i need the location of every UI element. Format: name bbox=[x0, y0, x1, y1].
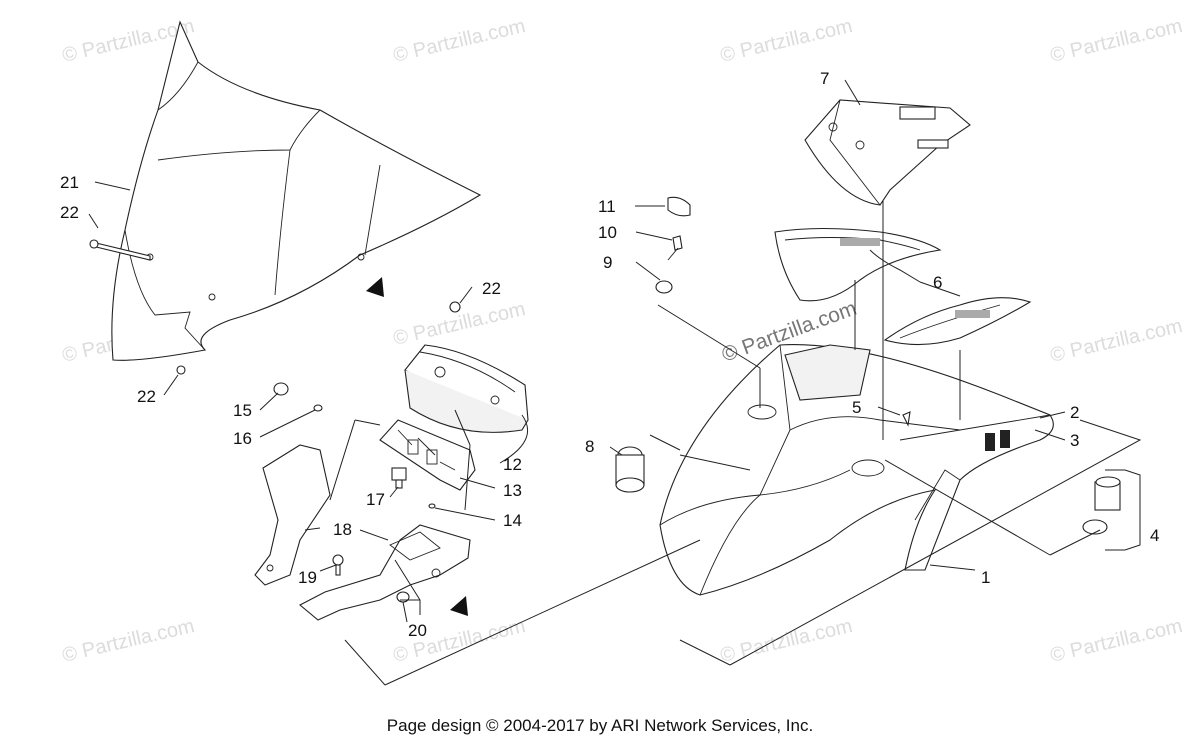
callout-9: 9 bbox=[603, 253, 612, 272]
callout-22-right: 22 bbox=[482, 279, 501, 298]
watermark: © Partzilla.com bbox=[391, 15, 527, 67]
washer-14 bbox=[428, 503, 436, 509]
callout-16: 16 bbox=[233, 429, 252, 448]
screw-22c bbox=[176, 365, 186, 375]
callout-8: 8 bbox=[585, 437, 594, 456]
callout-14: 14 bbox=[503, 511, 522, 530]
watermark: © Partzilla.com bbox=[718, 15, 854, 67]
callout-15: 15 bbox=[233, 401, 252, 420]
callout-6: 6 bbox=[933, 273, 942, 292]
screw-22b bbox=[449, 301, 461, 313]
callout-22-top: 22 bbox=[60, 203, 79, 222]
switch-8 bbox=[615, 446, 645, 493]
gauge-bracket-part bbox=[379, 419, 476, 491]
watermark: © Partzilla.com bbox=[1048, 315, 1184, 367]
footer-copyright: Page design © 2004-2017 by ARI Network S… bbox=[386, 716, 814, 735]
callout-5: 5 bbox=[852, 398, 861, 417]
leader-lines bbox=[88, 79, 1142, 686]
callout-11: 11 bbox=[598, 197, 616, 216]
callout-17: 17 bbox=[366, 490, 385, 509]
callout-20: 20 bbox=[408, 621, 427, 640]
hood-part bbox=[659, 344, 1054, 596]
callout-22-bottom: 22 bbox=[137, 387, 156, 406]
callout-21: 21 bbox=[60, 173, 79, 192]
fastener-5 bbox=[902, 411, 911, 427]
callout-7: 7 bbox=[820, 69, 829, 88]
callout-10: 10 bbox=[598, 223, 617, 242]
watermark: © Partzilla.com bbox=[718, 615, 854, 667]
callout-13: 13 bbox=[503, 481, 522, 500]
screw-19 bbox=[332, 554, 344, 576]
accessory-plug-4 bbox=[1082, 476, 1121, 535]
callout-labels: 1 2 3 4 5 6 7 8 9 10 11 12 13 14 15 16 1… bbox=[60, 69, 1159, 640]
washer-16 bbox=[313, 404, 323, 412]
callout-3: 3 bbox=[1070, 431, 1079, 450]
watermark: © Partzilla.com bbox=[1048, 15, 1184, 67]
mesh-panel-part bbox=[774, 227, 1032, 346]
screw-22a bbox=[89, 239, 151, 261]
watermark: © Partzilla.com bbox=[60, 615, 196, 667]
direction-arrow bbox=[450, 596, 468, 616]
storage-cover-part bbox=[804, 99, 971, 206]
callout-1: 1 bbox=[981, 568, 990, 587]
watermark: © Partzilla.com bbox=[1048, 615, 1184, 667]
callout-4: 4 bbox=[1150, 526, 1159, 545]
mount-bracket-part bbox=[254, 444, 471, 621]
ignition-switch-parts bbox=[655, 196, 691, 294]
screw-17 bbox=[391, 467, 407, 489]
direction-arrow bbox=[366, 277, 384, 297]
callout-2: 2 bbox=[1070, 403, 1079, 422]
gauge-part bbox=[404, 344, 529, 433]
callout-12: 12 bbox=[503, 455, 522, 474]
callout-19: 19 bbox=[298, 568, 317, 587]
bolt-15 bbox=[273, 382, 289, 396]
callout-18: 18 bbox=[333, 520, 352, 539]
windshield-part bbox=[111, 20, 482, 361]
